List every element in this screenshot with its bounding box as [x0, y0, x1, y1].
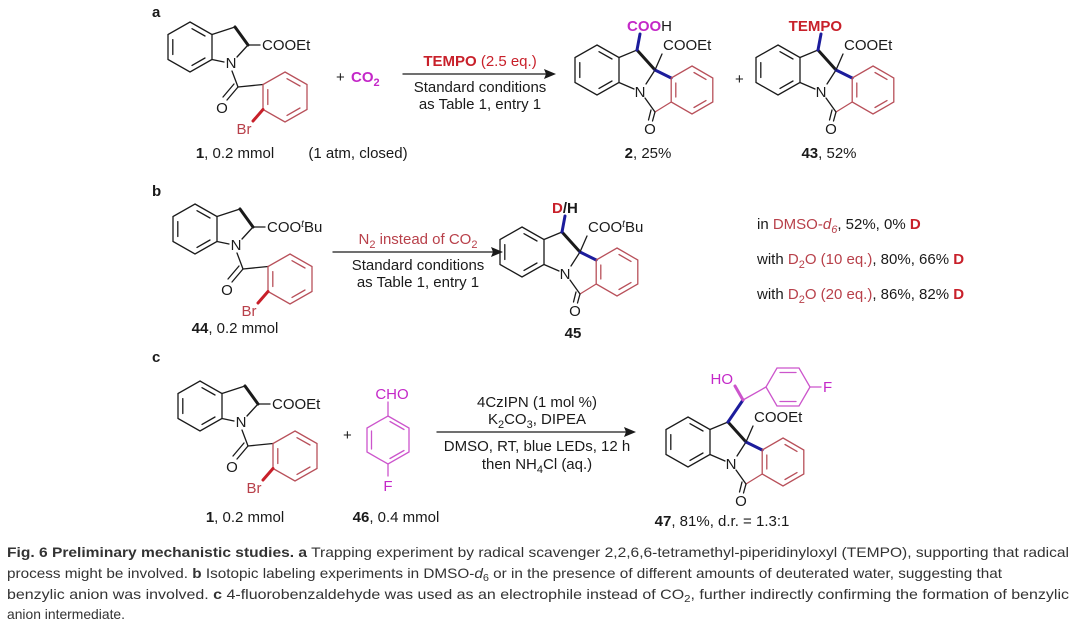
arrow-condition-1: Standard conditions [414, 79, 547, 96]
arrow-condition-catalyst: 4CzIPN (1 mol %) [477, 394, 597, 411]
atom-f: F [383, 478, 392, 495]
product-45-structure [498, 225, 640, 305]
atom-n: N [635, 84, 646, 101]
ester-group: COOEt [844, 37, 893, 54]
arrow-reagent: TEMPO (2.5 eq.) [423, 53, 536, 70]
caption-line: benzylic anion was involved. c 4-fluorob… [7, 586, 1069, 605]
deuteration-results: in DMSO-d6, 52%, 0% D with D2O (10 eq.),… [756, 216, 964, 306]
ester-group: COOtBu [588, 219, 643, 236]
atom-f: F [823, 379, 832, 396]
4-fluorobenzaldehyde-46: CHO F [366, 386, 410, 495]
ester-group: COOEt [663, 37, 712, 54]
atom-o: O [569, 303, 581, 320]
hydroxyl-group: HO [711, 371, 734, 388]
product-2-structure [573, 43, 715, 123]
figure-caption: Fig. 6 Preliminary mechanistic studies. … [7, 544, 1069, 622]
atom-br: Br [247, 480, 262, 497]
ester-group: COOEt [262, 37, 311, 54]
arrow-head-icon [624, 427, 636, 437]
atom-o: O [221, 282, 233, 299]
atom-o: O [226, 459, 238, 476]
compound-label-43: 43, 52% [801, 145, 856, 162]
result-row: in DMSO-d6, 52%, 0% D [757, 216, 921, 236]
atom-o: O [644, 121, 656, 138]
panel-b: b N O Br COOtBu 44, 0.2 mmol N2 instead … [152, 183, 964, 342]
cooh-substituent: COOH [627, 18, 672, 35]
arrow-head-icon [544, 69, 556, 79]
panel-a: a N O Br COOEt + CO2 TEMPO (2.5 eq.) Sta… [152, 4, 896, 162]
plus-sign: + [343, 427, 352, 444]
arrow-head-icon [491, 247, 503, 257]
arrow-condition-workup: then NH4Cl (aq.) [482, 456, 592, 476]
atom-o: O [735, 493, 747, 510]
atom-n: N [236, 414, 247, 431]
plus-sign: + [735, 71, 744, 88]
co2-note: (1 atm, closed) [308, 145, 407, 162]
panel-letter: b [152, 183, 161, 200]
tempo-substituent: TEMPO [789, 18, 843, 35]
product-47-structure [664, 415, 806, 495]
plus-sign: + [336, 69, 345, 86]
atom-br: Br [237, 121, 252, 138]
compound-label-1: 1, 0.2 mmol [206, 509, 284, 526]
atom-br: Br [242, 303, 257, 320]
ester-group: COOEt [754, 409, 803, 426]
panel-c: c N O Br COOEt 1, 0.2 mmol + CHO F 46, 0… [152, 349, 832, 530]
compound-label-44: 44, 0.2 mmol [192, 320, 279, 337]
arrow-condition-solvent: DMSO, RT, blue LEDs, 12 h [444, 438, 630, 455]
product-43-structure [754, 43, 896, 123]
result-row: with D2O (10 eq.), 80%, 66% D [756, 251, 964, 271]
arrow-condition-base: K2CO3, DIPEA [488, 411, 586, 431]
co2-reagent: CO2 [351, 69, 380, 89]
caption-line: Fig. 6 Preliminary mechanistic studies. … [7, 544, 1069, 560]
compound-label-2: 2, 25% [625, 145, 672, 162]
compound-label-1: 1, 0.2 mmol [196, 145, 274, 162]
arrow-condition-2: as Table 1, entry 1 [357, 274, 479, 291]
atom-n: N [231, 237, 242, 254]
caption-line: process might be involved. b Isotopic la… [7, 565, 1002, 584]
atom-o: O [825, 121, 837, 138]
atom-n: N [226, 55, 237, 72]
atom-n: N [816, 84, 827, 101]
arrow-condition-1: Standard conditions [352, 257, 485, 274]
ester-group: COOtBu [267, 219, 322, 236]
d-h-substituent: D/H [552, 200, 578, 217]
arrow-condition-atmosphere: N2 instead of CO2 [359, 231, 478, 251]
atom-o: O [216, 100, 228, 117]
caption-line: anion intermediate. [7, 606, 125, 622]
compound-label-47: 47, 81%, d.r. = 1.3:1 [655, 513, 790, 530]
compound-label-46: 46, 0.4 mmol [353, 509, 440, 526]
aldehyde-group: CHO [375, 386, 408, 403]
atom-n: N [560, 266, 571, 283]
compound-label-45: 45 [565, 325, 582, 342]
panel-letter: a [152, 4, 161, 21]
arrow-condition-2: as Table 1, entry 1 [419, 96, 541, 113]
panel-letter: c [152, 349, 160, 366]
result-row: with D2O (20 eq.), 86%, 82% D [756, 286, 964, 306]
atom-n: N [726, 456, 737, 473]
ester-group: COOEt [272, 396, 321, 413]
